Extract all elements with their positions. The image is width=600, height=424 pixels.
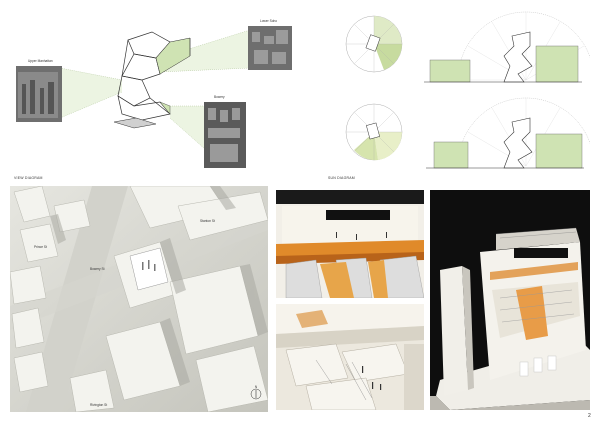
building-wireframe <box>117 31 171 121</box>
lower-soho-label: Lower Soho <box>260 19 277 23</box>
sectional-model-drawing <box>430 190 590 410</box>
sectional-model-photo <box>430 190 590 410</box>
street-label-prince: Prince St <box>34 245 47 249</box>
upper-manhattan-label: Upper Manhattan <box>28 59 53 63</box>
bowery-label: Bowery <box>214 95 225 99</box>
interior-model-photo-top <box>276 190 424 298</box>
street-label-rivington: Rivington St <box>90 403 107 407</box>
sun-diagram <box>318 6 590 178</box>
interior-model-bottom-drawing <box>276 304 424 410</box>
view-diagram: Upper Manhattan Lower Soho Bowery <box>10 10 300 180</box>
view-diagram-caption: VIEW DIAGRAM <box>14 176 43 180</box>
green-facade <box>155 37 191 75</box>
north-label: N <box>255 385 258 389</box>
interior-model-top-drawing <box>276 190 424 298</box>
site-plan-model: N Prince St Bowery St Stanton St Rivingt… <box>10 186 268 412</box>
sun-path-circle-winter <box>345 103 403 161</box>
sun-elevation-1 <box>424 11 590 83</box>
view-diagram-drawing: Upper Manhattan Lower Soho Bowery <box>16 19 292 168</box>
street-label-bowery: Bowery St <box>90 267 105 271</box>
sun-path-circle-summer <box>345 15 403 73</box>
sun-elevation-2 <box>426 97 590 169</box>
interior-model-photo-bottom <box>276 304 424 410</box>
sun-diagram-drawing <box>345 11 590 169</box>
sun-diagram-caption: SUN DIAGRAM <box>328 176 355 180</box>
page-number: 2 <box>588 413 591 419</box>
site-plan-drawing: N Prince St Bowery St Stanton St Rivingt… <box>10 186 268 412</box>
north-arrow: N <box>250 385 262 400</box>
base-plate <box>113 117 157 129</box>
street-label-stanton: Stanton St <box>200 219 215 223</box>
